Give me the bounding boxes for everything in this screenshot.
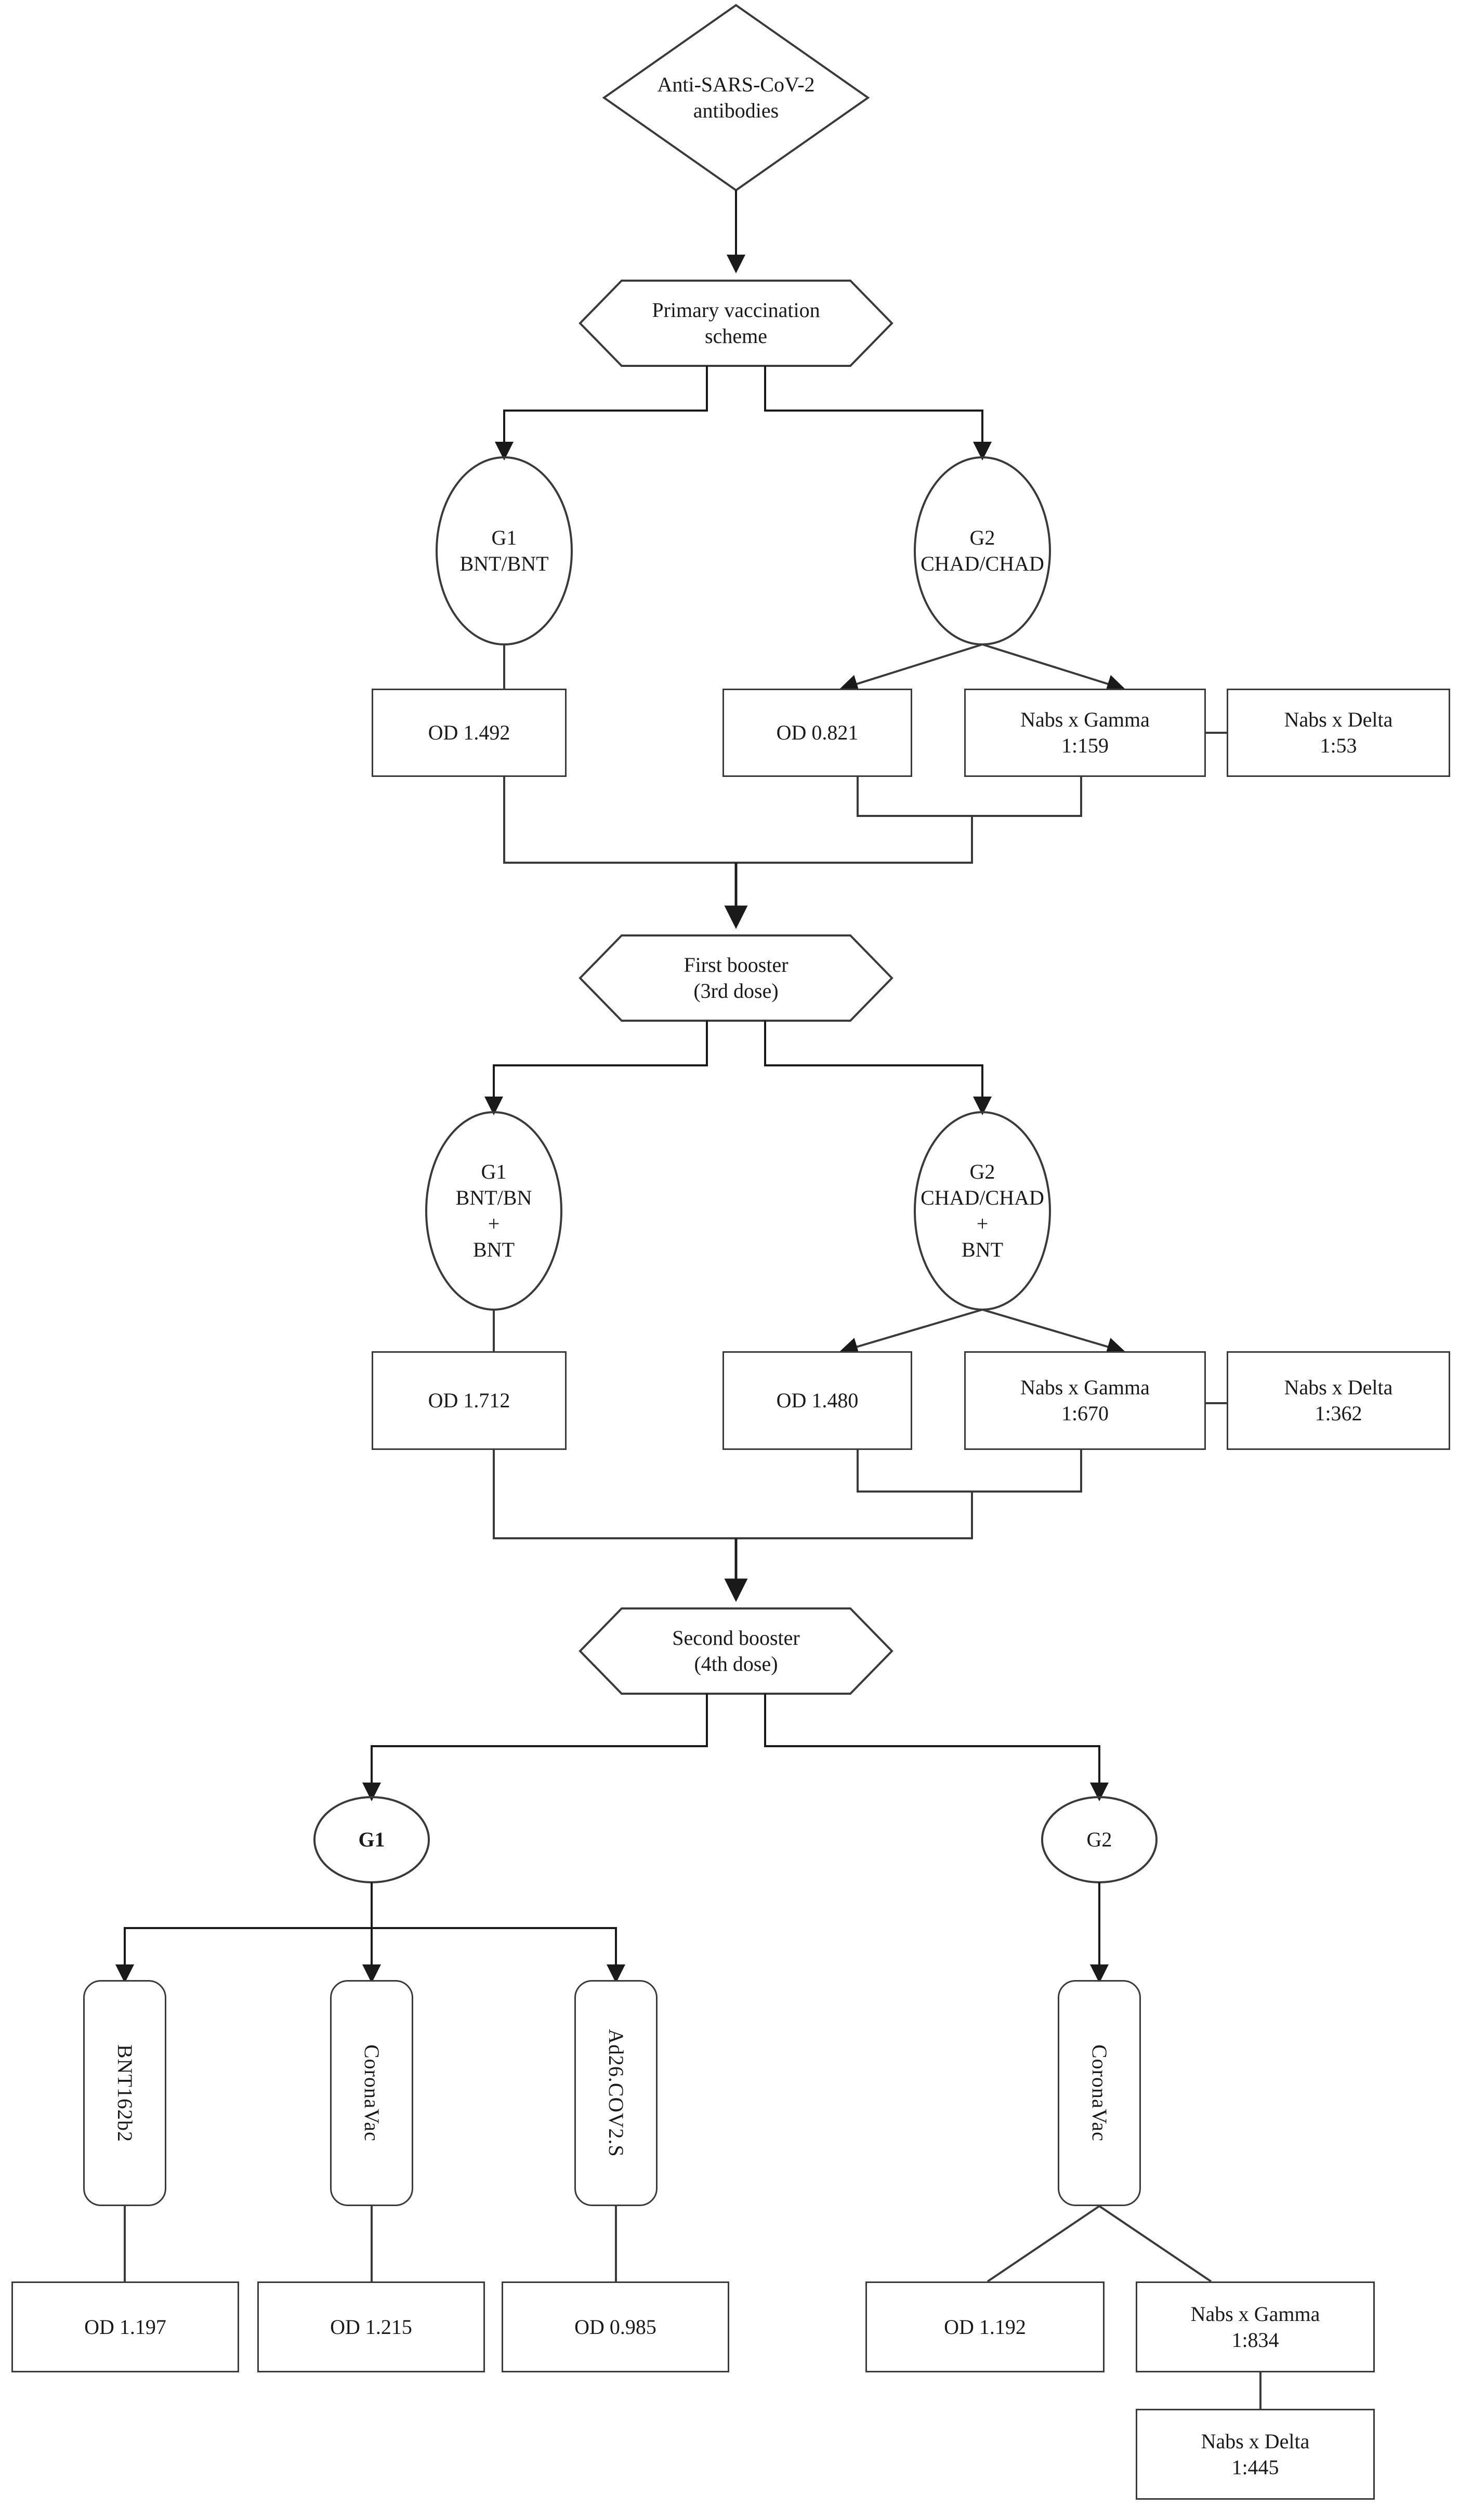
stage1-g2-od-box: OD 0.821 bbox=[722, 689, 912, 777]
start-line-2: antibodies bbox=[693, 99, 779, 122]
first-booster-label: First booster (3rd dose) bbox=[580, 942, 892, 1014]
stage2-nabs-gamma-label: Nabs x Gamma bbox=[1020, 1376, 1150, 1399]
stage1-g2-line-1: G2 bbox=[969, 526, 995, 549]
stage1-g1-od-box: OD 1.492 bbox=[372, 689, 567, 777]
vaccine-box-bnt162b2: BNT162b2 bbox=[83, 1980, 166, 2206]
stage3-nabs-gamma-value: 1:834 bbox=[1231, 2328, 1279, 2352]
stage3-od-box-coronavac-g2: OD 1.192 bbox=[865, 2281, 1105, 2372]
stage2-g2-label: G2 CHAD/CHAD + BNT bbox=[904, 1146, 1060, 1276]
stage3-nabs-delta-box: Nabs x Delta 1:445 bbox=[1136, 2409, 1375, 2500]
stage2-g1-line-4: BNT bbox=[473, 1238, 515, 1261]
vaccine-label-coronavac-g2: CoronaVac bbox=[1088, 2044, 1111, 2142]
stage2-g2-line-4: BNT bbox=[962, 1238, 1003, 1261]
stage2-g1-line-1: G1 bbox=[481, 1160, 507, 1183]
stage3-g2-label: G2 bbox=[1042, 1819, 1156, 1861]
stage2-g1-od-value: OD 1.712 bbox=[428, 1389, 510, 1412]
stage3-od-value-bnt162b2: OD 1.197 bbox=[84, 2315, 166, 2339]
stage2-g1-line-3: + bbox=[488, 1212, 500, 1235]
primary-scheme-label: Primary vaccination scheme bbox=[580, 287, 892, 360]
stage1-g1-od-value: OD 1.492 bbox=[428, 721, 510, 744]
stage1-nabs-gamma-label: Nabs x Gamma bbox=[1020, 708, 1150, 731]
stage3-nabs-delta-value: 1:445 bbox=[1231, 2455, 1279, 2479]
stage2-g2-line-2: CHAD/CHAD bbox=[921, 1186, 1044, 1209]
stage3-od-box-ad26: OD 0.985 bbox=[502, 2281, 729, 2372]
stage1-g2-label: G2 CHAD/CHAD bbox=[904, 514, 1060, 587]
vaccine-label-bnt162b2: BNT162b2 bbox=[113, 2044, 137, 2142]
vaccine-box-coronavac-g2: CoronaVac bbox=[1058, 1980, 1141, 2206]
stage3-od-box-bnt162b2: OD 1.197 bbox=[11, 2281, 239, 2372]
stage2-g2-line-3: + bbox=[976, 1212, 989, 1235]
second-booster-label: Second booster (4th dose) bbox=[580, 1615, 892, 1687]
stage2-g2-od-value: OD 1.480 bbox=[776, 1389, 859, 1412]
vaccine-box-coronavac-g1: CoronaVac bbox=[330, 1980, 413, 2206]
stage3-g1-label: G1 bbox=[314, 1819, 429, 1861]
first-booster-line-2: (3rd dose) bbox=[693, 979, 779, 1002]
stage3-nabs-delta-label: Nabs x Delta bbox=[1201, 2429, 1310, 2453]
stage2-nabs-delta-box: Nabs x Delta 1:362 bbox=[1227, 1351, 1450, 1450]
stage2-g1-label: G1 BNT/BN + BNT bbox=[426, 1146, 561, 1276]
primary-scheme-line-1: Primary vaccination bbox=[652, 298, 820, 322]
stage2-nabs-delta-label: Nabs x Delta bbox=[1284, 1376, 1393, 1399]
stage1-g1-line-2: BNT/BNT bbox=[459, 552, 549, 575]
stage3-g2-text: G2 bbox=[1086, 1828, 1112, 1851]
stage3-nabs-gamma-label: Nabs x Gamma bbox=[1190, 2302, 1320, 2326]
stage2-g1-od-box: OD 1.712 bbox=[372, 1351, 567, 1450]
stage2-g1-line-2: BNT/BN bbox=[455, 1186, 532, 1209]
stage3-od-value-coronavac-g1: OD 1.215 bbox=[330, 2315, 412, 2339]
stage1-g1-label: G1 BNT/BNT bbox=[437, 514, 572, 587]
first-booster-line-1: First booster bbox=[684, 953, 788, 977]
stage2-nabs-gamma-value: 1:670 bbox=[1061, 1402, 1109, 1425]
stage1-g2-od-value: OD 0.821 bbox=[776, 721, 859, 744]
stage2-g2-od-box: OD 1.480 bbox=[722, 1351, 912, 1450]
stage1-nabs-delta-box: Nabs x Delta 1:53 bbox=[1227, 689, 1450, 777]
stage1-g2-line-2: CHAD/CHAD bbox=[921, 552, 1044, 575]
vaccine-box-ad26: Ad26.COV2.S bbox=[574, 1980, 658, 2206]
stage2-g2-line-1: G2 bbox=[969, 1160, 995, 1183]
start-line-1: Anti-SARS-CoV-2 bbox=[657, 73, 815, 96]
second-booster-line-1: Second booster bbox=[672, 1626, 800, 1650]
stage1-nabs-gamma-value: 1:159 bbox=[1061, 734, 1109, 757]
stage2-nabs-gamma-box: Nabs x Gamma 1:670 bbox=[964, 1351, 1206, 1450]
vaccine-label-ad26: Ad26.COV2.S bbox=[604, 2029, 628, 2157]
vaccine-label-coronavac-g1: CoronaVac bbox=[360, 2044, 384, 2142]
stage1-nabs-delta-value: 1:53 bbox=[1320, 734, 1357, 757]
stage3-od-value-coronavac-g2: OD 1.192 bbox=[944, 2315, 1026, 2339]
stage3-od-value-ad26: OD 0.985 bbox=[574, 2315, 656, 2339]
stage1-g1-line-1: G1 bbox=[491, 526, 517, 549]
primary-scheme-line-2: scheme bbox=[705, 324, 767, 348]
second-booster-line-2: (4th dose) bbox=[694, 1652, 778, 1675]
stage1-nabs-gamma-box: Nabs x Gamma 1:159 bbox=[964, 689, 1206, 777]
stage3-od-box-coronavac-g1: OD 1.215 bbox=[257, 2281, 485, 2372]
stage3-g1-text: G1 bbox=[358, 1828, 385, 1851]
stage2-nabs-delta-value: 1:362 bbox=[1315, 1402, 1362, 1425]
start-node-label: Anti-SARS-CoV-2 antibodies bbox=[604, 61, 868, 134]
stage1-nabs-delta-label: Nabs x Delta bbox=[1284, 708, 1393, 731]
stage3-nabs-gamma-box: Nabs x Gamma 1:834 bbox=[1136, 2281, 1375, 2372]
